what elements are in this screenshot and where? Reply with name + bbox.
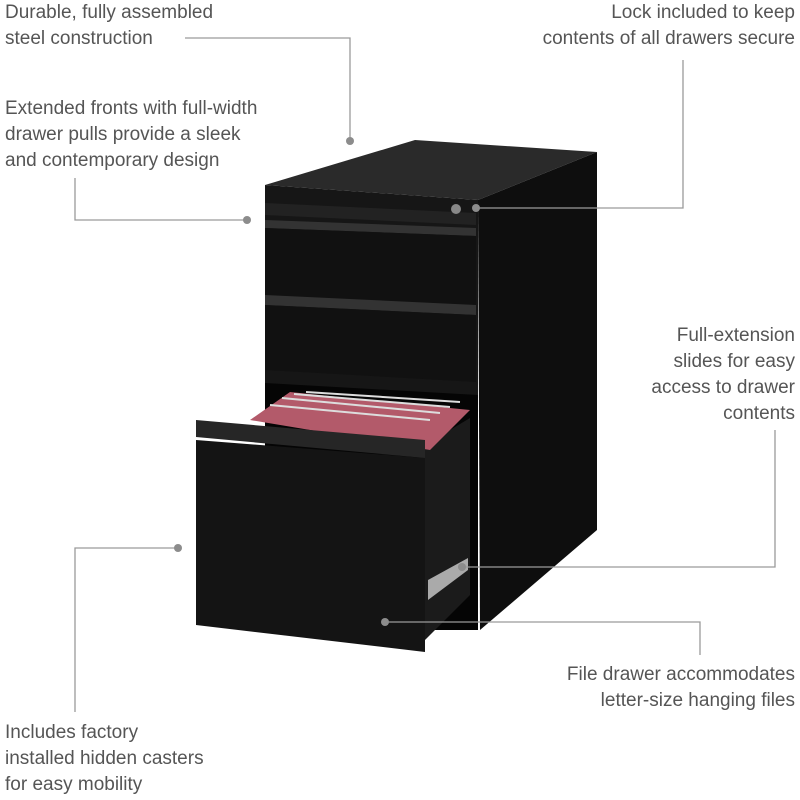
callout-casters: Includes factory installed hidden caster… (5, 722, 204, 795)
callout-dot-fronts (243, 216, 251, 224)
hanging-files (250, 392, 470, 450)
drawer-1 (265, 228, 476, 310)
drawer-3-pull (196, 420, 425, 458)
callout-dot-lock (472, 204, 480, 212)
cabinet-top (265, 140, 597, 200)
file-tabs (269, 391, 461, 421)
callout-fronts: Extended fronts with full-width drawer p… (5, 98, 258, 171)
callout-dot-file-drawer (381, 618, 389, 626)
callout-slides: Full-extension slides for easy access to… (651, 325, 795, 424)
callout-lock: Lock included to keep contents of all dr… (542, 2, 795, 49)
drawer-2-pull (265, 295, 476, 315)
callout-dot-construction (346, 137, 354, 145)
leader-lines (74, 37, 776, 712)
drawer-2 (265, 305, 476, 382)
lock-icon (451, 204, 461, 214)
top-rail (265, 203, 476, 225)
callout-dot-slides (458, 563, 466, 571)
drawer-1-pull (265, 220, 476, 236)
callout-construction: Durable, fully assembled steel construct… (5, 2, 214, 49)
slide-rail (428, 558, 468, 600)
drawer-3-front (196, 440, 425, 652)
callout-file-drawer: File drawer accommodates letter-size han… (566, 664, 795, 711)
callout-dot-casters (174, 544, 182, 552)
cabinet-side (478, 152, 597, 630)
